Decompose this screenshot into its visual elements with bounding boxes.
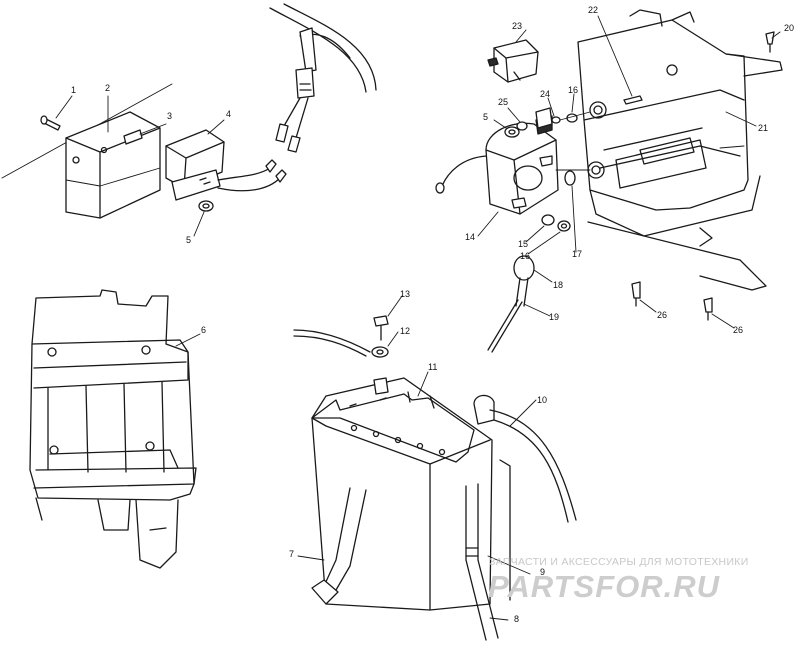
callout-25: 25 bbox=[498, 97, 509, 107]
stud-part-3 bbox=[123, 129, 143, 145]
callout-9: 9 bbox=[540, 567, 546, 577]
callout-22: 22 bbox=[588, 5, 599, 15]
ground-cable bbox=[293, 329, 371, 357]
bracket-part-21 bbox=[577, 9, 783, 291]
leader-lines bbox=[55, 15, 781, 621]
callout-13: 13 bbox=[400, 289, 411, 299]
callout-23: 23 bbox=[512, 21, 523, 31]
screw-part-26-left bbox=[631, 281, 641, 307]
bolt-part-13 bbox=[373, 315, 389, 341]
nut-part-5-left bbox=[198, 200, 214, 212]
washer-part-24 bbox=[551, 116, 561, 124]
callout-8: 8 bbox=[514, 614, 520, 624]
hose-part-8 bbox=[465, 483, 499, 641]
callout-1: 1 bbox=[71, 85, 77, 95]
connector-part-4 bbox=[165, 129, 287, 201]
nut-part-15 bbox=[541, 214, 555, 226]
callout-16-bottom: 16 bbox=[520, 251, 531, 261]
solenoid-part-14 bbox=[435, 107, 559, 215]
washer-part-12 bbox=[371, 346, 389, 358]
screw-part-22 bbox=[623, 95, 643, 105]
callout-7: 7 bbox=[289, 549, 295, 559]
callout-2: 2 bbox=[105, 83, 111, 93]
callout-26-left: 26 bbox=[657, 310, 668, 320]
watermark-tagline: ЗАПЧАСТИ И АКСЕССУАРЫ ДЛЯ МОТОТЕХНИКИ bbox=[489, 556, 749, 568]
callout-19: 19 bbox=[549, 312, 560, 322]
nut-part-5-right bbox=[504, 126, 520, 138]
callout-5-right: 5 bbox=[483, 112, 489, 122]
callout-15: 15 bbox=[518, 239, 529, 249]
battery-box-part-6 bbox=[29, 289, 197, 569]
callout-10: 10 bbox=[537, 395, 548, 405]
screw-part-26-right bbox=[703, 297, 713, 321]
callout-3: 3 bbox=[167, 111, 173, 121]
callout-20: 20 bbox=[784, 23, 795, 33]
callout-24: 24 bbox=[540, 89, 551, 99]
callout-17: 17 bbox=[572, 249, 583, 259]
callout-5-left: 5 bbox=[186, 235, 192, 245]
watermark-brand-logo: PARTSFOR.RU bbox=[488, 569, 721, 604]
callout-11: 11 bbox=[428, 362, 438, 372]
callout-4: 4 bbox=[226, 109, 232, 119]
cable-part-19 bbox=[487, 299, 523, 353]
callout-14: 14 bbox=[465, 232, 476, 242]
callout-16-top: 16 bbox=[568, 85, 579, 95]
vent-tube-part-7 bbox=[311, 487, 367, 605]
terminal-boot-part-10 bbox=[473, 394, 577, 523]
callout-26-right: 26 bbox=[733, 325, 744, 335]
callout-12: 12 bbox=[400, 326, 411, 336]
washer-part-16-top bbox=[559, 111, 591, 123]
washer-part-25 bbox=[516, 121, 528, 131]
battery-part-11 bbox=[311, 377, 511, 611]
bolt-part-1 bbox=[40, 115, 61, 131]
regulator-part-2 bbox=[65, 111, 161, 219]
washer-part-17 bbox=[555, 169, 591, 186]
callout-18: 18 bbox=[553, 280, 564, 290]
callout-6: 6 bbox=[201, 325, 207, 335]
callout-21: 21 bbox=[758, 123, 769, 133]
nut-part-16-bottom bbox=[557, 220, 571, 232]
relay-part-23 bbox=[487, 39, 539, 83]
screw-part-20 bbox=[765, 31, 775, 53]
wire-harness bbox=[269, 3, 377, 153]
terminal-cap-part-18 bbox=[513, 255, 535, 307]
